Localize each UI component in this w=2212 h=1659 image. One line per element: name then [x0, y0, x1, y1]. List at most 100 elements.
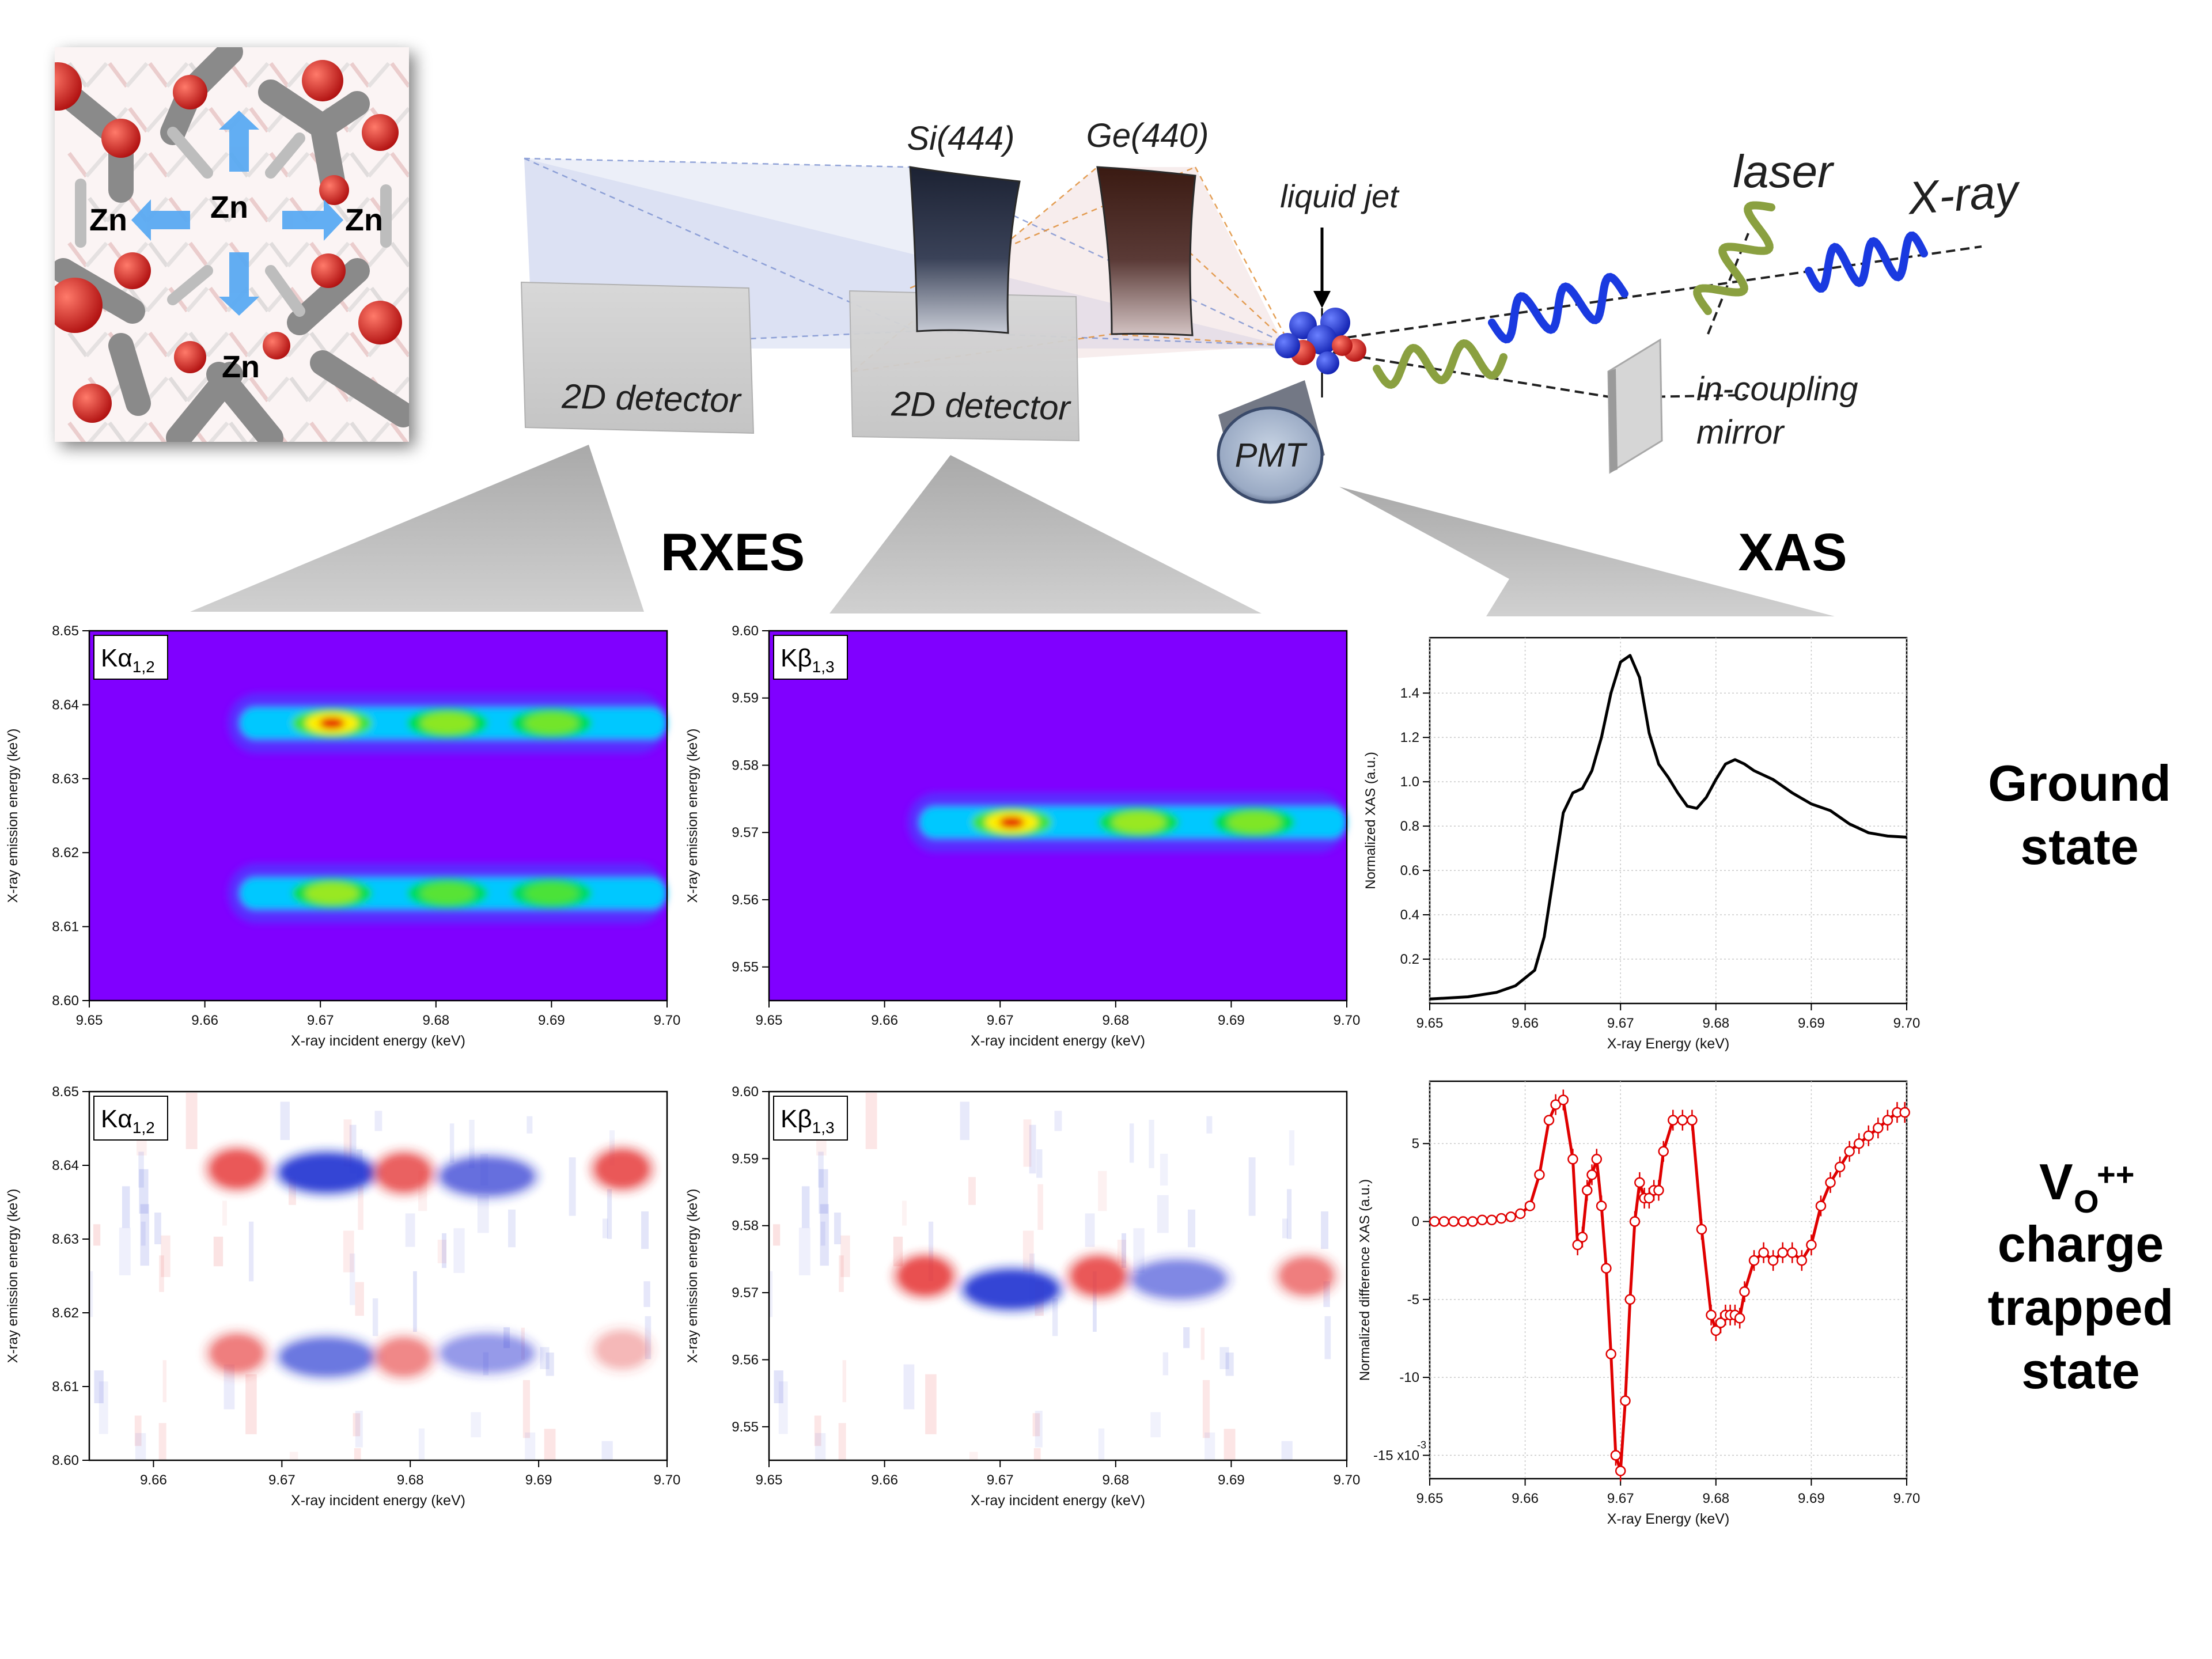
laser-wave-lower: [1373, 339, 1508, 389]
vo-symbol: V: [2039, 1153, 2073, 1210]
noise-mark: [354, 1448, 361, 1460]
rxes-title: RXES: [661, 523, 805, 582]
data-point: [1515, 1208, 1526, 1219]
data-point: [1844, 1146, 1855, 1157]
data-point: [1668, 1115, 1679, 1126]
y-tick-label: 8.60: [52, 993, 79, 1009]
positive-difference-blob: [1071, 1257, 1125, 1294]
data-point: [1615, 1465, 1626, 1476]
map-haze: [907, 792, 1347, 853]
y-tick-label: 8.60: [52, 1453, 79, 1468]
noise-mark: [1200, 1327, 1205, 1360]
sample-molecule: [1275, 308, 1366, 374]
x-tick-label: 9.67: [268, 1472, 296, 1488]
noise-mark: [773, 1224, 781, 1246]
xas-ground-line: [1429, 654, 1907, 1001]
intensity-peak: [305, 882, 359, 904]
noise-mark: [602, 1218, 608, 1238]
si-label: Si(444): [907, 120, 1015, 157]
noise-mark: [820, 1221, 825, 1246]
positive-difference-blob: [210, 1150, 264, 1188]
noise-mark: [1202, 1380, 1210, 1438]
plot-background: [1430, 638, 1907, 1003]
data-point: [1495, 1213, 1507, 1224]
y-tick-label: 8.63: [52, 1232, 79, 1247]
noise-mark: [1098, 1171, 1107, 1211]
charge-line-1: charge: [1998, 1215, 2164, 1272]
data-point: [1581, 1185, 1593, 1196]
xray-wave-far: [1805, 231, 1928, 293]
noise-mark: [818, 1152, 824, 1188]
noise-mark: [769, 1271, 773, 1317]
negative-difference-blob: [441, 1335, 533, 1372]
noise-mark: [601, 1441, 613, 1460]
data-point: [1748, 1255, 1760, 1266]
map-background: [89, 631, 667, 1001]
x-tick-label: 9.70: [654, 1472, 681, 1488]
y-tick-label: 8.64: [52, 697, 79, 713]
cone-arrow-middle: [830, 455, 1262, 613]
data-point: [1586, 1169, 1597, 1180]
noise-mark: [1037, 1184, 1043, 1230]
y-tick-label: 9.56: [732, 1352, 759, 1368]
noise-mark: [540, 1347, 550, 1369]
noise-mark: [1033, 1448, 1041, 1460]
ground-state-label: Ground state: [1988, 755, 2171, 875]
noise-mark: [289, 1452, 298, 1460]
y-axis-label: X-ray emission energy (keV): [5, 729, 21, 903]
y-tick-label: -15 x10: [1373, 1448, 1419, 1463]
positive-difference-blob: [377, 1338, 431, 1376]
data-point: [1505, 1211, 1517, 1222]
y-tick-label: 0.6: [1400, 863, 1419, 878]
y-tick-label: 8.63: [52, 771, 79, 787]
x-axis-label: X-ray incident energy (keV): [291, 1493, 465, 1509]
data-point: [1815, 1200, 1827, 1211]
x-tick-label: 9.70: [1893, 1016, 1921, 1031]
x-tick-label: 9.69: [1798, 1491, 1825, 1506]
panel-label-box: [93, 635, 168, 680]
noise-mark: [814, 1415, 821, 1446]
y-tick-label: 9.58: [732, 1218, 759, 1234]
y-tick-label: 1.2: [1400, 730, 1419, 745]
x-tick-label: 9.69: [538, 1013, 565, 1028]
y-tick-label: 8.61: [52, 919, 79, 935]
noise-mark: [418, 1428, 425, 1460]
noise-mark: [471, 1412, 481, 1438]
noise-mark: [161, 1235, 171, 1277]
y-axis-label: X-ray emission energy (keV): [685, 1189, 700, 1363]
zn-label-right: Zn: [345, 203, 383, 237]
noise-mark: [358, 1184, 363, 1230]
zn-label-bottom: Zn: [222, 350, 260, 384]
noise-mark: [1183, 1327, 1190, 1349]
x-tick-label: 9.66: [871, 1472, 898, 1488]
x-axis-label: X-ray incident energy (keV): [291, 1033, 465, 1049]
negative-difference-blob: [281, 1338, 373, 1376]
crystal-lattice: [55, 47, 409, 442]
liquid-jet-arrow: [1313, 291, 1331, 308]
noise-mark: [99, 1381, 108, 1434]
noise-mark: [1157, 1195, 1169, 1233]
charge-trapped-state-label: V O ++ charge trapped state: [1988, 1153, 2174, 1399]
noise-mark: [1219, 1347, 1229, 1369]
ground-state-line-2: state: [2020, 818, 2138, 875]
noise-mark: [222, 1200, 227, 1226]
noise-mark: [1098, 1428, 1105, 1460]
data-point: [1429, 1216, 1440, 1227]
xray-wave-near: [1488, 272, 1628, 344]
data-point: [1806, 1239, 1817, 1251]
noise-mark: [477, 1195, 489, 1233]
noise-mark: [815, 1433, 826, 1460]
noise-mark: [1032, 1413, 1040, 1437]
noise-mark: [1281, 1441, 1293, 1460]
data-point: [1577, 1232, 1588, 1243]
positive-difference-blob: [595, 1150, 649, 1188]
pmt-label: PMT: [1235, 437, 1308, 474]
negative-difference-blob: [1133, 1260, 1226, 1298]
y-tick-label: 8.62: [52, 1305, 79, 1321]
data-point: [1687, 1115, 1698, 1126]
noise-mark: [801, 1186, 810, 1228]
noise-mark: [94, 1370, 104, 1404]
noise-mark: [405, 1213, 415, 1247]
panel-label-box: [773, 1096, 848, 1141]
